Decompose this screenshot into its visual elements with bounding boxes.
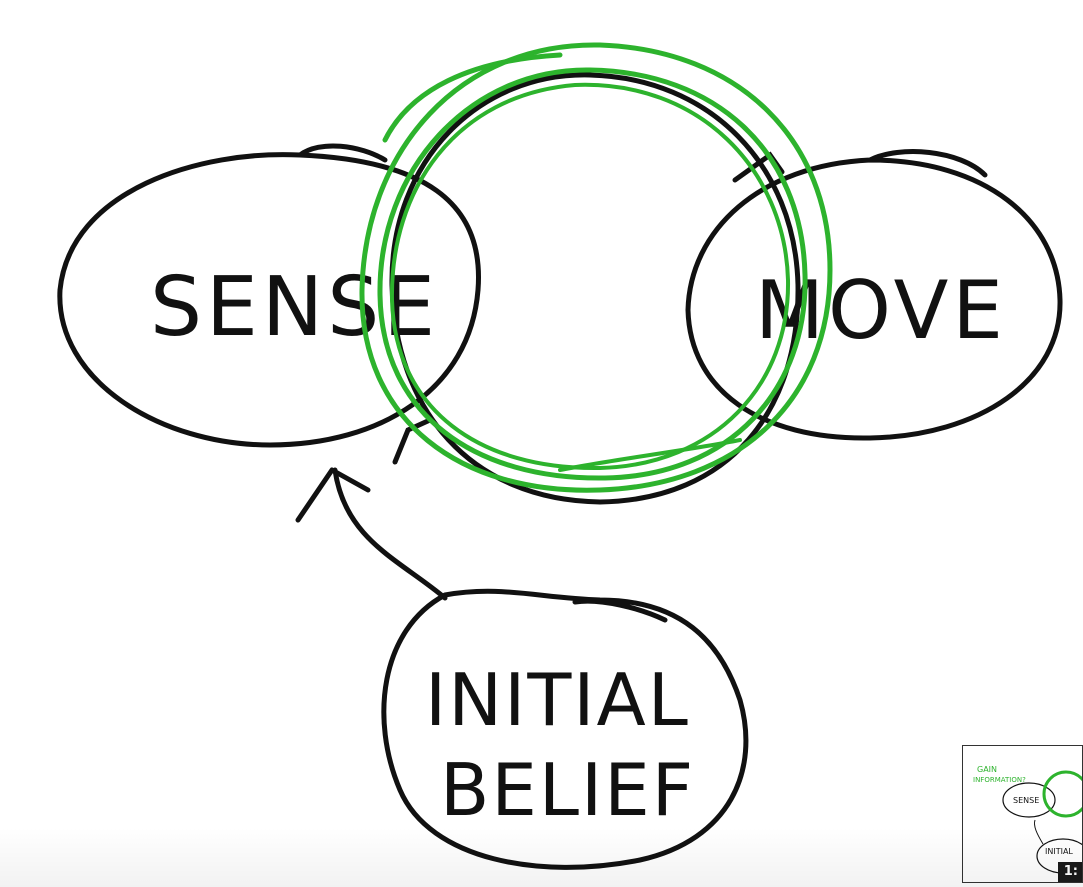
thumbnail-time-badge: 1: [1057,862,1082,882]
thumbnail-initial-label: INITIAL [1045,847,1073,856]
thumbnail-caption-line2: INFORMATION? [973,776,1026,784]
move-node-outline [685,149,1063,441]
initial-belief-node-outline [381,588,749,870]
initial-to-sense-arrowhead [295,467,371,523]
thumbnail-green-circle [1042,770,1082,818]
thumbnail-sense-outline [1002,782,1056,818]
thumbnail-arrow [1034,819,1044,845]
middle-node-outline [389,72,801,505]
green-highlight-circle [359,42,833,493]
middle-arrowhead-bottom [392,417,433,465]
thumbnail-caption-line1: GAIN [977,765,997,774]
initial-to-sense-arrow [332,467,448,601]
sense-node-outline [57,143,481,448]
initial-belief-label-line1: INITIAL [425,658,690,742]
initial-belief-label-line2: BELIEF [440,748,695,832]
thumbnail-sense-label: SENSE [1013,796,1039,805]
thumbnail-preview[interactable]: GAIN INFORMATION? SENSE INITIAL 1: [962,745,1083,883]
